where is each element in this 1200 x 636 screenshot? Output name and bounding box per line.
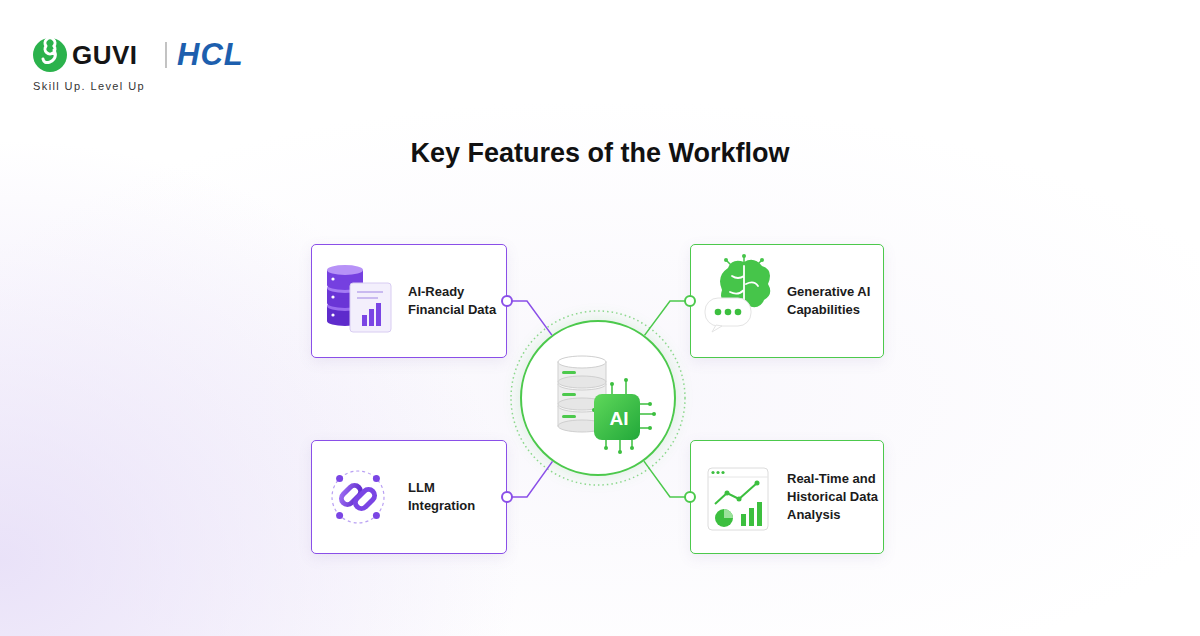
connector-line xyxy=(507,461,553,497)
feature-box: AI-Ready Financial Data xyxy=(311,244,507,358)
analytics-icon xyxy=(708,468,768,530)
feature-box: Real-Time and Historical Data Analysis xyxy=(690,440,884,554)
brain-icon xyxy=(705,254,770,332)
chip-label: AI xyxy=(596,396,642,442)
feature-label: Generative AI Capabilities xyxy=(787,283,882,319)
connector-dot xyxy=(685,492,695,502)
feature-box: Generative AI Capabilities xyxy=(690,244,884,358)
connector-dot xyxy=(502,296,512,306)
logo-mark xyxy=(33,38,67,72)
diagram-title: Key Features of the Workflow xyxy=(0,138,1200,169)
feature-label: LLM Integration xyxy=(408,479,488,515)
logo-text: GUVI xyxy=(72,40,138,71)
connector-line xyxy=(507,301,552,335)
feature-label: AI-Ready Financial Data xyxy=(408,283,503,319)
connector xyxy=(502,296,552,335)
hub-circle: AI xyxy=(520,320,676,476)
feature-box: LLM Integration xyxy=(311,440,507,554)
server-chip-icon xyxy=(558,356,656,454)
connector-line xyxy=(645,301,691,335)
logo-text: Skill Up. Level Up xyxy=(33,80,145,92)
logo-glyph xyxy=(43,38,55,63)
connector-dot xyxy=(502,492,512,502)
dotted-ring xyxy=(511,311,685,485)
logo-separator xyxy=(165,42,166,68)
connector xyxy=(644,461,695,502)
database-icon xyxy=(327,265,391,332)
chain-icon xyxy=(332,471,384,523)
connector-dot xyxy=(685,296,695,306)
connector xyxy=(645,296,696,335)
feature-label: Real-Time and Historical Data Analysis xyxy=(787,470,882,524)
connector-line xyxy=(644,461,690,497)
connector xyxy=(502,461,553,502)
logo-text: HCL xyxy=(177,37,244,73)
